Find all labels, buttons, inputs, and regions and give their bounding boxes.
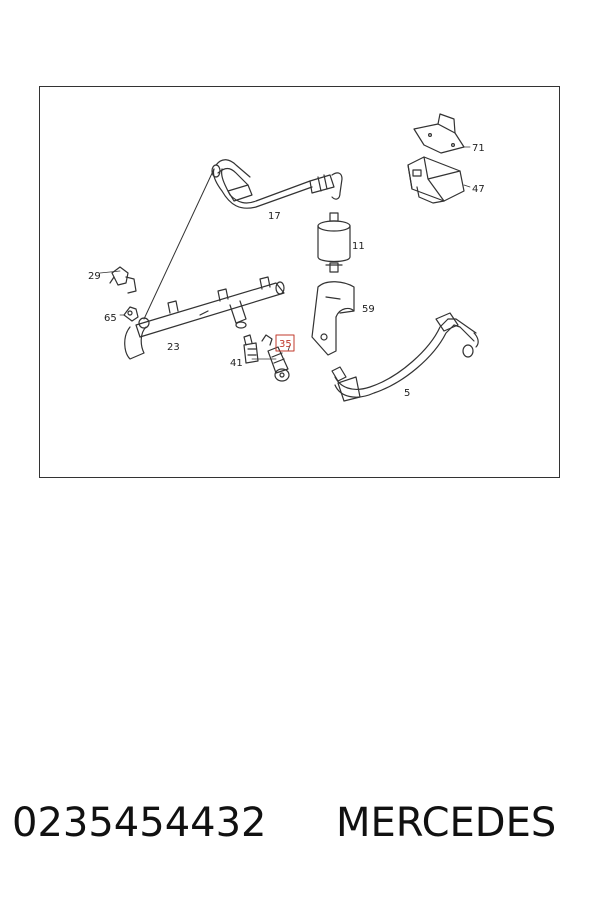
callout-71: 71 xyxy=(472,143,485,154)
callout-35-highlight xyxy=(275,334,295,352)
callout-65: 65 xyxy=(104,313,117,324)
parts-diagram: 71 47 17 11 29 65 23 59 41 35 5 xyxy=(39,86,560,478)
callout-17: 17 xyxy=(268,211,281,222)
callout-11: 11 xyxy=(352,241,365,252)
leader-lines xyxy=(99,146,471,360)
part-number: 0235454432 xyxy=(12,800,267,846)
callout-29: 29 xyxy=(88,271,101,282)
part-59-bracket xyxy=(311,281,355,356)
part-23-fuel-rail xyxy=(124,168,285,360)
exploded-view-drawing: 71 47 17 11 29 65 23 59 41 35 5 xyxy=(88,113,485,402)
callout-23: 23 xyxy=(167,342,180,353)
part-5-pipe xyxy=(331,312,479,402)
callout-35: 35 xyxy=(279,339,292,350)
part-11-filter xyxy=(317,212,351,273)
callout-47: 47 xyxy=(472,184,485,195)
part-41-sensor xyxy=(243,334,259,364)
part-47-module xyxy=(407,156,465,204)
part-17-pipe xyxy=(211,159,343,209)
callout-41: 41 xyxy=(230,358,243,369)
part-35-injector xyxy=(261,334,290,382)
callout-59: 59 xyxy=(362,304,375,315)
brand-name: MERCEDES xyxy=(336,800,557,846)
callout-5: 5 xyxy=(404,388,410,399)
part-65-fitting xyxy=(123,306,139,322)
part-caption: 0235454432 MERCEDES xyxy=(0,800,600,870)
part-29-clip xyxy=(109,266,137,294)
part-71-bracket xyxy=(413,113,465,154)
